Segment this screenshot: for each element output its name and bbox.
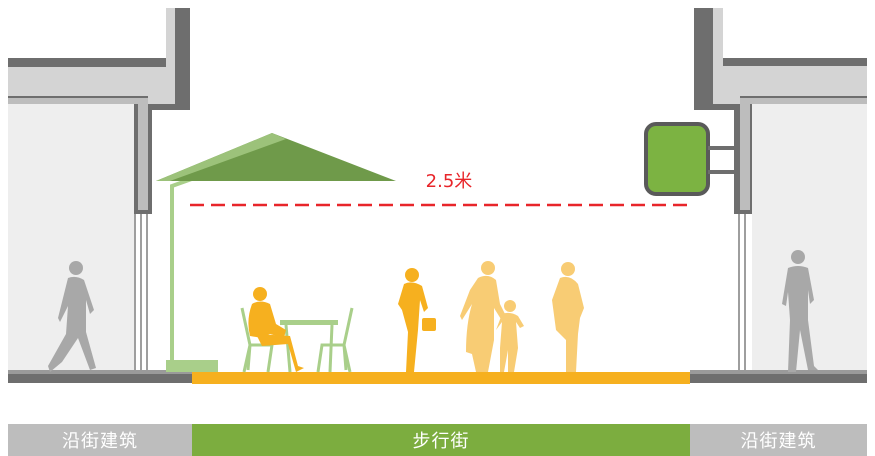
walking-woman bbox=[552, 262, 584, 372]
umbrella-awning bbox=[156, 133, 396, 372]
gray-man-right bbox=[782, 250, 818, 372]
cafe-table-chairs bbox=[240, 307, 354, 373]
pedestrian-street-pavement bbox=[192, 372, 690, 384]
gray-walker-left bbox=[48, 261, 96, 372]
hanging-sign bbox=[644, 122, 736, 196]
woman-with-child bbox=[460, 261, 524, 372]
seated-person bbox=[248, 287, 304, 372]
label-street-building-right: 沿街建筑 bbox=[690, 424, 867, 456]
left-building bbox=[8, 8, 190, 370]
woman-with-handbag bbox=[398, 268, 436, 372]
label-street-building-left: 沿街建筑 bbox=[8, 424, 192, 456]
right-building bbox=[694, 8, 867, 370]
clearance-height-label: 2.5米 bbox=[426, 171, 473, 192]
ground bbox=[8, 370, 867, 384]
label-pedestrian-street: 步行街 bbox=[192, 424, 690, 456]
